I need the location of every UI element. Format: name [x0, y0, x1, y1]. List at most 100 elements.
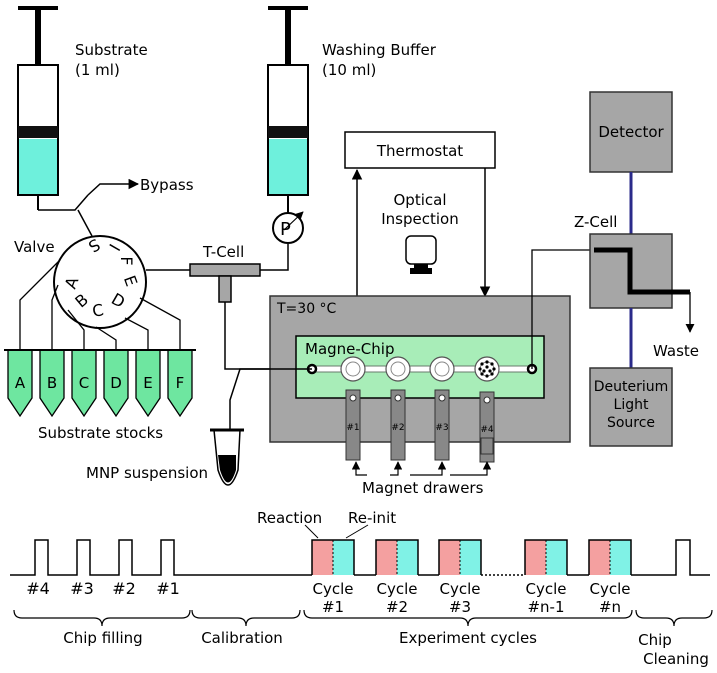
- reinit-phase: [610, 540, 631, 575]
- cycle-label: Cycle: [526, 580, 567, 598]
- deuterium-label-2: Light: [614, 397, 649, 413]
- magnet-drawer[interactable]: [390, 389, 406, 461]
- cycle-label: Cycle: [590, 580, 631, 598]
- stock-label: F: [176, 374, 185, 392]
- detector-label: Detector: [598, 123, 664, 141]
- stock-label: D: [110, 374, 122, 392]
- bypass-label: Bypass: [140, 176, 194, 194]
- substrate-stocks: A B C D E F: [4, 349, 196, 418]
- valve-label: Valve: [14, 238, 55, 256]
- fill-pulse-label: #3: [70, 579, 94, 598]
- cycle-number: #n-1: [527, 598, 564, 616]
- reinit-phase: [397, 540, 418, 575]
- fill-pulse-label: #4: [26, 579, 50, 598]
- optical-inspection-label-1: Optical: [394, 191, 447, 209]
- thermostat-label: Thermostat: [376, 142, 463, 160]
- phase-experiment-cycles: Experiment cycles: [399, 629, 537, 647]
- deuterium-light-source: [589, 367, 673, 447]
- reinit-phase: [460, 540, 481, 575]
- phase-chip-cleaning-2: Cleaning: [643, 650, 709, 668]
- cycle-number: #3: [449, 598, 471, 616]
- mnp-tube: [210, 428, 244, 486]
- magnet-drawer-pointer: [351, 461, 367, 476]
- cycle-number: #n: [599, 598, 621, 616]
- phase-brace: [13, 609, 191, 627]
- reaction-label: Reaction: [257, 509, 322, 527]
- optical-inspection-label-2: Inspection: [381, 210, 458, 228]
- z-cell-label: Z-Cell: [574, 213, 617, 231]
- magnet-drawer[interactable]: [434, 389, 450, 461]
- chip-chambers: [340, 356, 500, 382]
- magnet-drawers-label: Magnet drawers: [362, 479, 484, 497]
- washing-buffer-syringe: [267, 6, 309, 214]
- deuterium-label-3: Source: [607, 415, 655, 431]
- magnet-drawer-pointer: [390, 461, 403, 476]
- thermostat-box: [344, 131, 496, 169]
- mnp-particle: [478, 367, 482, 371]
- magnet-drawers: #1#2#3#4: [345, 389, 495, 476]
- cycle-label: Cycle: [440, 580, 481, 598]
- magnet-drawer-pulled-outline: [480, 437, 494, 455]
- mnp-particle: [480, 372, 484, 376]
- valve-port-label: C: [91, 300, 105, 321]
- magnet-drawer-handle: [438, 394, 446, 402]
- cycle-pulse: [375, 539, 419, 575]
- mnp-particle: [490, 362, 494, 366]
- magnet-drawer-pointer: [410, 461, 447, 476]
- stock-label: E: [143, 374, 152, 392]
- magnet-drawer-label: #1: [346, 423, 359, 433]
- mnp-particle: [482, 369, 486, 373]
- chip-chamber-inner: [345, 361, 361, 377]
- mnp-particle: [485, 374, 489, 378]
- cleaning-pulse: [631, 539, 710, 576]
- mnp-particle: [490, 372, 494, 376]
- magne-chip-label: Magne-Chip: [305, 340, 394, 358]
- chip-to-mnp-tubing: [229, 368, 312, 430]
- z-cell-path: [594, 247, 690, 295]
- chip-chamber-inner: [434, 361, 450, 377]
- substrate-volume: (1 ml): [75, 61, 120, 79]
- mnp-particle: [485, 365, 489, 369]
- stock-label: A: [15, 374, 26, 392]
- substrate-stocks-label: Substrate stocks: [38, 424, 163, 442]
- phase-calibration: Calibration: [201, 629, 283, 647]
- phase-chip-filling: Chip filling: [63, 629, 142, 647]
- reaction-pointer: [304, 524, 319, 539]
- detector-box: [589, 91, 673, 173]
- valve-port-label: F: [117, 256, 136, 265]
- reaction-phase: [525, 540, 546, 575]
- t-cell-label: T-Cell: [202, 243, 244, 261]
- t-cell-stem: [218, 275, 232, 303]
- reaction-phase: [589, 540, 610, 575]
- bypass-tubing: [87, 178, 140, 196]
- mnp-suspension-label: MNP suspension: [86, 464, 208, 482]
- reaction-phase: [376, 540, 397, 575]
- mnp-particle: [485, 360, 489, 364]
- tcell-to-pump-tubing: [260, 244, 289, 271]
- t-cell: [189, 263, 261, 277]
- magnet-drawer[interactable]: [345, 389, 361, 461]
- magnet-drawer-pointer: [450, 461, 492, 476]
- cycle-number: #1: [322, 598, 344, 616]
- cycle-number: #2: [386, 598, 408, 616]
- mnp-particle: [488, 369, 492, 373]
- stock-label: B: [47, 374, 57, 392]
- phase-brace: [191, 609, 301, 627]
- magnet-drawer-label: #4: [480, 425, 494, 435]
- cycle-pulse: [311, 539, 355, 575]
- stock-label: C: [79, 374, 89, 392]
- valve-inlet-tubing: [77, 209, 93, 237]
- camera-icon: [405, 235, 437, 274]
- reaction-phase: [312, 540, 333, 575]
- temperature-label: T=30 °C: [276, 301, 337, 317]
- washing-buffer-volume: (10 ml): [322, 61, 376, 79]
- magnet-drawer-handle: [483, 396, 491, 404]
- substrate-tubing: [38, 194, 89, 211]
- cycle-pulse: [438, 539, 482, 575]
- magnet-drawer-label: #2: [391, 423, 404, 433]
- timeline-signal: [10, 539, 312, 576]
- stock-tubing: [19, 259, 181, 350]
- reinit-phase: [333, 540, 354, 575]
